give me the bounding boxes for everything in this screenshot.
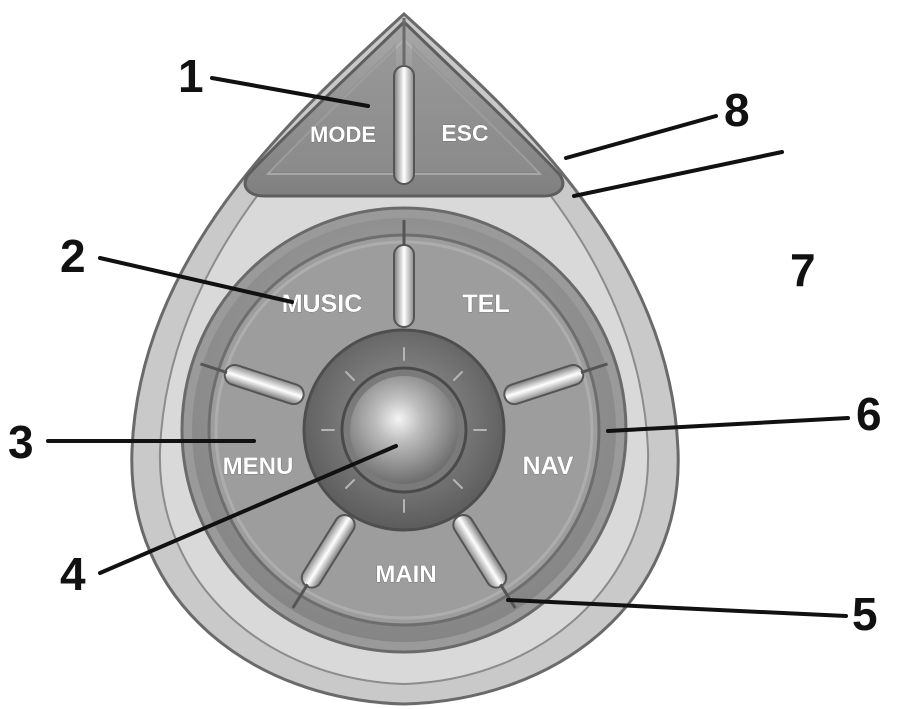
mode-esc-divider — [393, 65, 415, 185]
callout-5: 5 — [852, 588, 878, 640]
callout-2: 2 — [60, 230, 86, 282]
leader-line-5 — [506, 598, 848, 618]
callout-8: 8 — [724, 84, 750, 136]
callout-3: 3 — [8, 416, 34, 468]
menu-button-label[interactable]: MENU — [222, 453, 294, 481]
callout-1: 1 — [178, 50, 204, 102]
hub-tick-marks — [321, 347, 487, 513]
leader-line-2 — [98, 256, 294, 304]
music-button-label[interactable]: MUSIC — [281, 290, 363, 319]
callout-4: 4 — [60, 548, 86, 600]
mode-label: MODE — [310, 122, 376, 147]
tel-button-label[interactable]: TEL — [462, 290, 510, 319]
leader-line-4 — [98, 444, 398, 575]
esc-button[interactable] — [412, 44, 538, 172]
main-button-label[interactable]: MAIN — [375, 561, 437, 589]
leader-line-8a — [564, 114, 718, 160]
mode-button[interactable] — [270, 44, 396, 172]
callout-6: 6 — [856, 388, 882, 440]
leader-line-8b — [572, 150, 784, 198]
nav-button-label[interactable]: NAV — [522, 452, 574, 481]
leader-line-6 — [606, 416, 850, 433]
spokes — [200, 220, 608, 609]
esc-label: ESC — [441, 120, 488, 146]
leader-line-1 — [210, 76, 370, 108]
callout-7: 7 — [790, 244, 816, 296]
